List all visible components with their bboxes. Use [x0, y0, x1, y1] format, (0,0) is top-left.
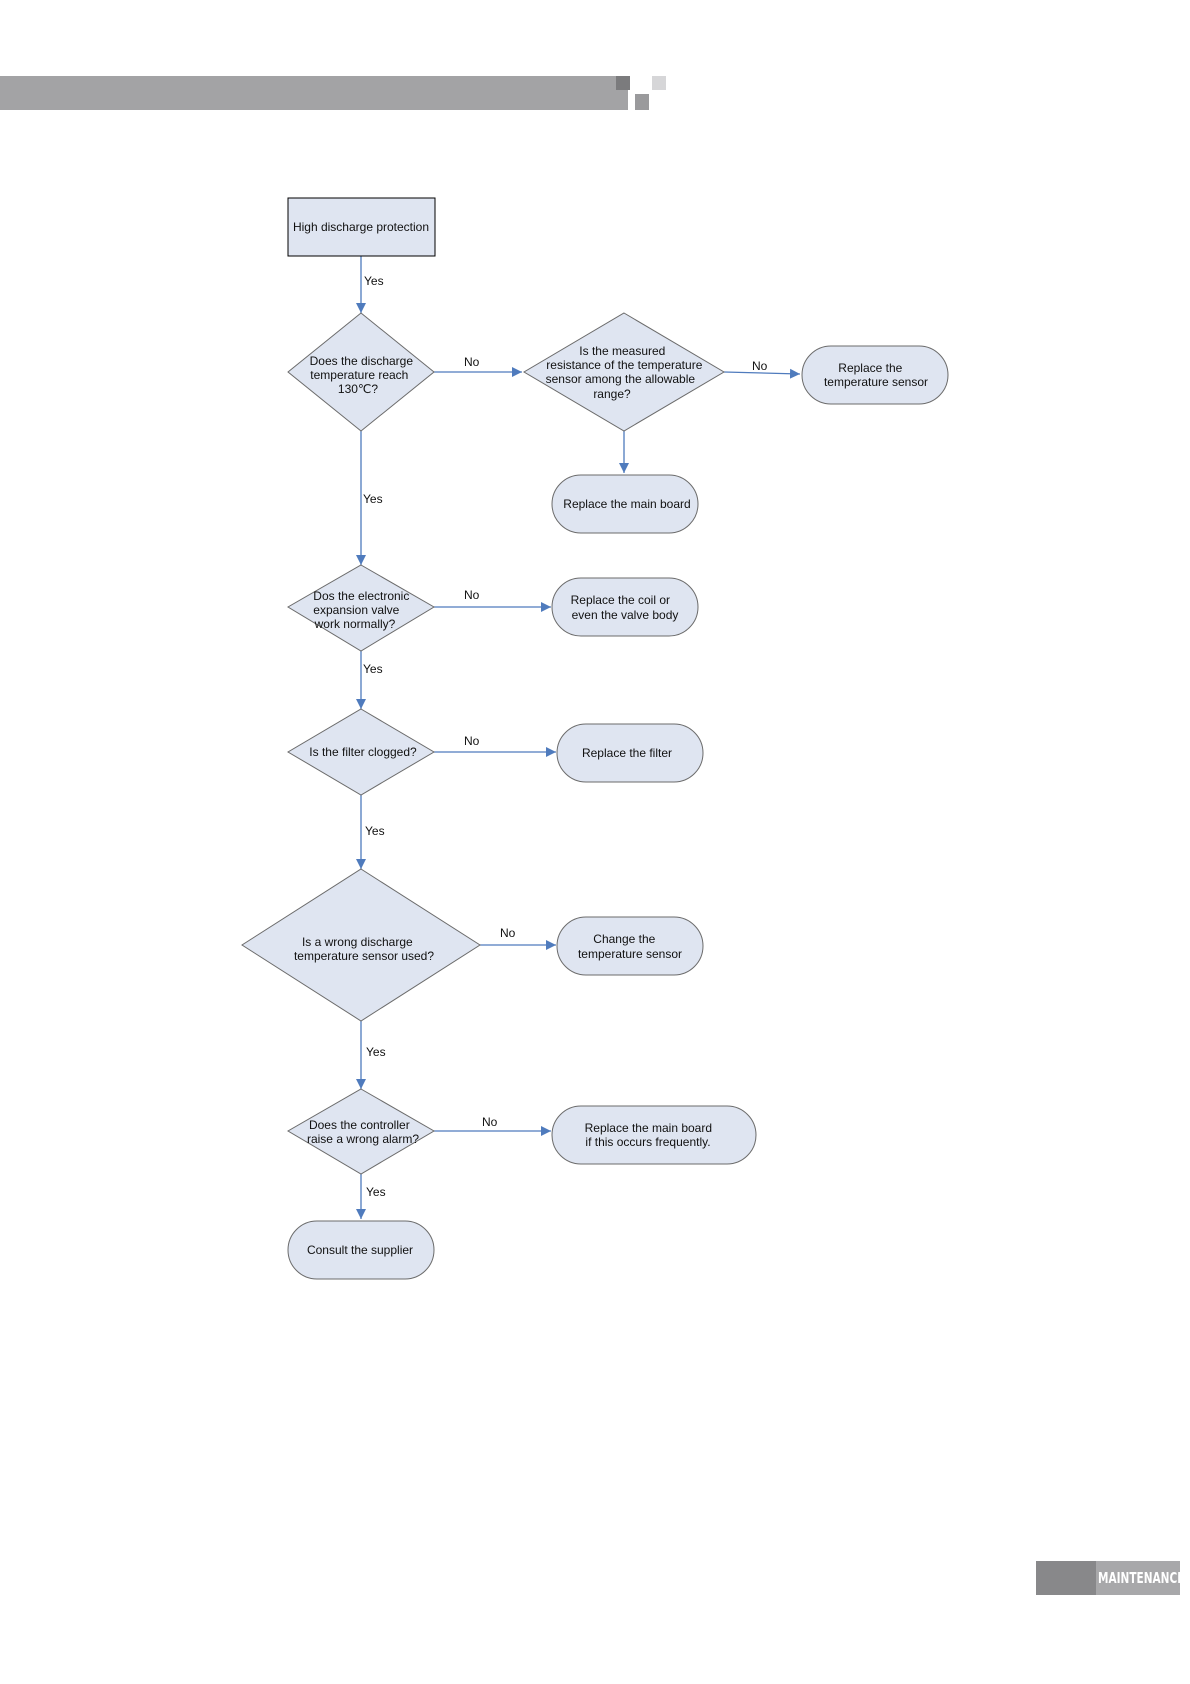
svg-text:Replace the main board i: Replace the main board if this occurs fr…	[585, 1121, 716, 1149]
label-no-1: No	[464, 355, 480, 369]
label-yes-6: Yes	[366, 1185, 386, 1199]
header-square-light	[652, 76, 666, 90]
node-q-wrong-sensor: Is a wrong discharge temperature sensor …	[241, 868, 481, 1022]
footer-section-label: MAINTENANCE	[1098, 1569, 1185, 1587]
node-q-resistance-line-1: Is the measured	[579, 344, 665, 358]
node-replace-sensor: Replace the temperature sensor	[801, 345, 949, 405]
label-yes-4: Yes	[365, 824, 385, 838]
header-gap	[628, 76, 634, 110]
svg-text:Is the filter clogged?: Is the filter clogged?	[309, 745, 417, 759]
node-q-filter: Is the filter clogged?	[287, 708, 435, 796]
node-q-valve-line-2: expansion valve	[313, 603, 399, 617]
node-replace-sensor-line-1: Replace the	[838, 361, 902, 375]
connectors	[356, 256, 801, 1219]
node-q-temp-line-1: Does the discharge	[310, 354, 414, 368]
node-q-alarm: Does the controller raise a wrong alarm?	[287, 1088, 435, 1175]
node-change-sensor-line-2: temperature sensor	[578, 947, 682, 961]
node-q-valve-line-1: Dos the electronic	[313, 589, 409, 603]
node-q-resistance-line-4: range?	[593, 387, 631, 401]
node-replace-board-freq: Replace the main board if this occurs fr…	[551, 1105, 757, 1165]
label-yes-5: Yes	[366, 1045, 386, 1059]
node-q-wrong-sensor-line-2: temperature sensor used?	[294, 949, 434, 963]
node-replace-coil-line-2: even the valve body	[572, 608, 679, 622]
node-start: High discharge protection	[287, 197, 436, 257]
node-change-sensor-line-1: Change the	[593, 932, 655, 946]
svg-text:Dos the electronic expan: Dos the electronic expansion valve work …	[313, 589, 412, 631]
node-q-alarm-line-2: raise a wrong alarm?	[307, 1132, 419, 1146]
header-square-dark	[616, 76, 630, 90]
node-consult: Consult the supplier	[287, 1220, 435, 1280]
node-replace-board: Replace the main board	[551, 474, 699, 534]
node-replace-filter-line-1: Replace the filter	[582, 746, 672, 760]
node-q-resistance-line-3: sensor among the allowable	[546, 372, 696, 386]
header-bar	[0, 76, 628, 110]
node-q-filter-line-1: Is the filter clogged?	[309, 745, 417, 759]
svg-text:Change the temperature s: Change the temperature sensor	[578, 932, 682, 961]
footer-badge-dark	[1036, 1561, 1096, 1595]
edge-labels: Yes No No Yes No Yes No Yes No Yes No Ye…	[363, 274, 768, 1199]
svg-text:Replace the coil or even: Replace the coil or even the valve body	[571, 593, 679, 622]
label-no-5: No	[500, 926, 516, 940]
node-q-alarm-line-1: Does the controller	[309, 1118, 410, 1132]
node-replace-board-freq-line-2: if this occurs frequently.	[585, 1135, 710, 1149]
node-change-sensor: Change the temperature sensor	[556, 916, 704, 976]
node-q-wrong-sensor-line-1: Is a wrong discharge	[302, 935, 413, 949]
label-yes-3: Yes	[363, 662, 383, 676]
node-q-temp-line-3: 130℃?	[338, 382, 378, 396]
label-yes-1: Yes	[364, 274, 384, 288]
node-replace-coil: Replace the coil or even the valve body	[551, 577, 699, 637]
svg-text:Replace the temperature: Replace the temperature sensor	[824, 361, 928, 389]
node-replace-sensor-line-2: temperature sensor	[824, 375, 928, 389]
label-no-4: No	[464, 734, 480, 748]
svg-text:Replace the main board: Replace the main board	[563, 497, 690, 511]
node-replace-coil-line-1: Replace the coil or	[571, 593, 670, 607]
node-q-resistance: Is the measured resistance of the temper…	[523, 312, 725, 432]
node-q-temp: Does the discharge temperature reach 130…	[287, 312, 435, 432]
svg-text:Consult the supplier: Consult the supplier	[307, 1243, 413, 1257]
svg-text:Does the discharge tempe: Does the discharge temperature reach 130…	[310, 354, 417, 396]
svg-text:Is a wrong discharge tem: Is a wrong discharge temperature sensor …	[294, 935, 434, 963]
label-yes-2: Yes	[363, 492, 383, 506]
label-no-3: No	[464, 588, 480, 602]
label-no-6: No	[482, 1115, 498, 1129]
svg-text:Does the controller rais: Does the controller raise a wrong alarm?	[307, 1118, 419, 1146]
node-q-temp-line-2: temperature reach	[310, 368, 408, 382]
node-replace-filter: Replace the filter	[556, 723, 704, 783]
edge-resistance-to-sensor	[723, 368, 801, 379]
node-start-line-1: High discharge protection	[293, 220, 429, 234]
node-q-valve-line-3: work normally?	[314, 617, 396, 631]
node-q-valve: Dos the electronic expansion valve work …	[287, 564, 435, 652]
node-replace-board-freq-line-1: Replace the main board	[585, 1121, 712, 1135]
label-no-2: No	[752, 359, 768, 373]
header-square-mid	[635, 94, 649, 110]
node-q-resistance-line-2: resistance of the temperature	[546, 358, 702, 372]
svg-text:Replace the filter: Replace the filter	[582, 746, 672, 760]
svg-text:Is the measured resistan: Is the measured resistance of the temper…	[546, 344, 706, 401]
svg-text:High discharge protection: High discharge protection	[293, 220, 429, 234]
node-consult-line-1: Consult the supplier	[307, 1243, 413, 1257]
node-replace-board-line-1: Replace the main board	[563, 497, 690, 511]
